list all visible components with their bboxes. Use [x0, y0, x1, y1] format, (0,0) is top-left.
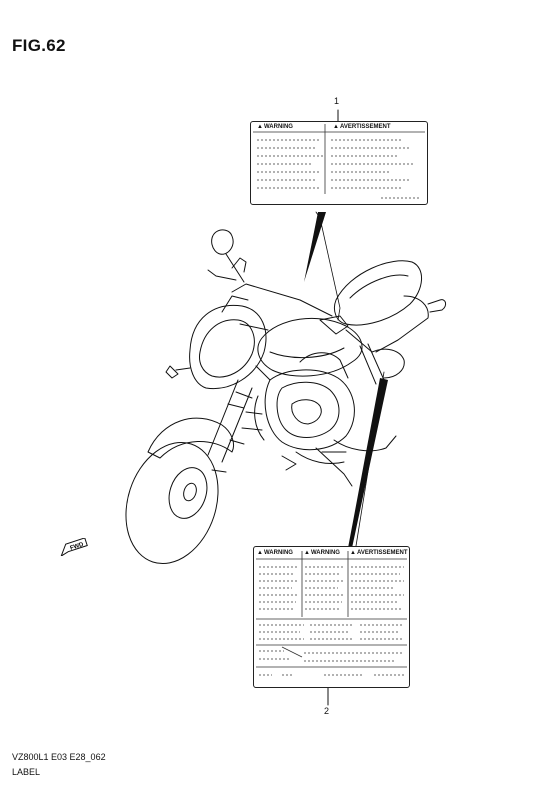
callout-1: 1 — [334, 96, 340, 106]
label-2-header-1: ▲WARNING — [257, 550, 293, 556]
label-2-header-3: ▲AVERTISSEMENT — [350, 550, 408, 556]
label-2-header-2-text: WARNING — [310, 550, 340, 556]
label-1-header-right: ▲AVERTISSEMENT — [333, 124, 391, 130]
diagram-name: LABEL — [12, 767, 41, 777]
figure-title: FIG.62 — [12, 36, 66, 55]
label-1-header-left-text: WARNING — [263, 124, 293, 130]
warning-label-1: ▲WARNING ▲AVERTISSEMENT — [250, 121, 428, 205]
label-1-header-left: ▲WARNING — [257, 124, 293, 130]
warning-triangle-icon: ▲ — [333, 124, 339, 130]
warning-triangle-icon: ▲ — [257, 124, 263, 130]
warning-triangle-icon: ▲ — [304, 550, 310, 556]
callout-2: 2 — [324, 706, 330, 716]
diagram-code: VZ800L1 E03 E28_062 — [12, 752, 106, 762]
warning-label-2: ▲WARNING ▲WARNING ▲AVERTISSEMENT — [253, 546, 410, 688]
arrow-icon: FWD — [60, 537, 88, 558]
label-2-lines — [256, 551, 407, 676]
fwd-text: FWD — [70, 542, 85, 552]
label-1-header-right-text: AVERTISSEMENT — [339, 124, 391, 130]
label-2-header-2: ▲WARNING — [304, 550, 340, 556]
forward-direction-arrow: FWD — [57, 537, 89, 558]
warning-triangle-icon: ▲ — [257, 550, 263, 556]
label-2-header-1-text: WARNING — [263, 550, 293, 556]
label-1-lines — [253, 124, 425, 199]
warning-triangle-icon: ▲ — [350, 550, 356, 556]
label-2-header-3-text: AVERTISSEMENT — [356, 550, 408, 556]
